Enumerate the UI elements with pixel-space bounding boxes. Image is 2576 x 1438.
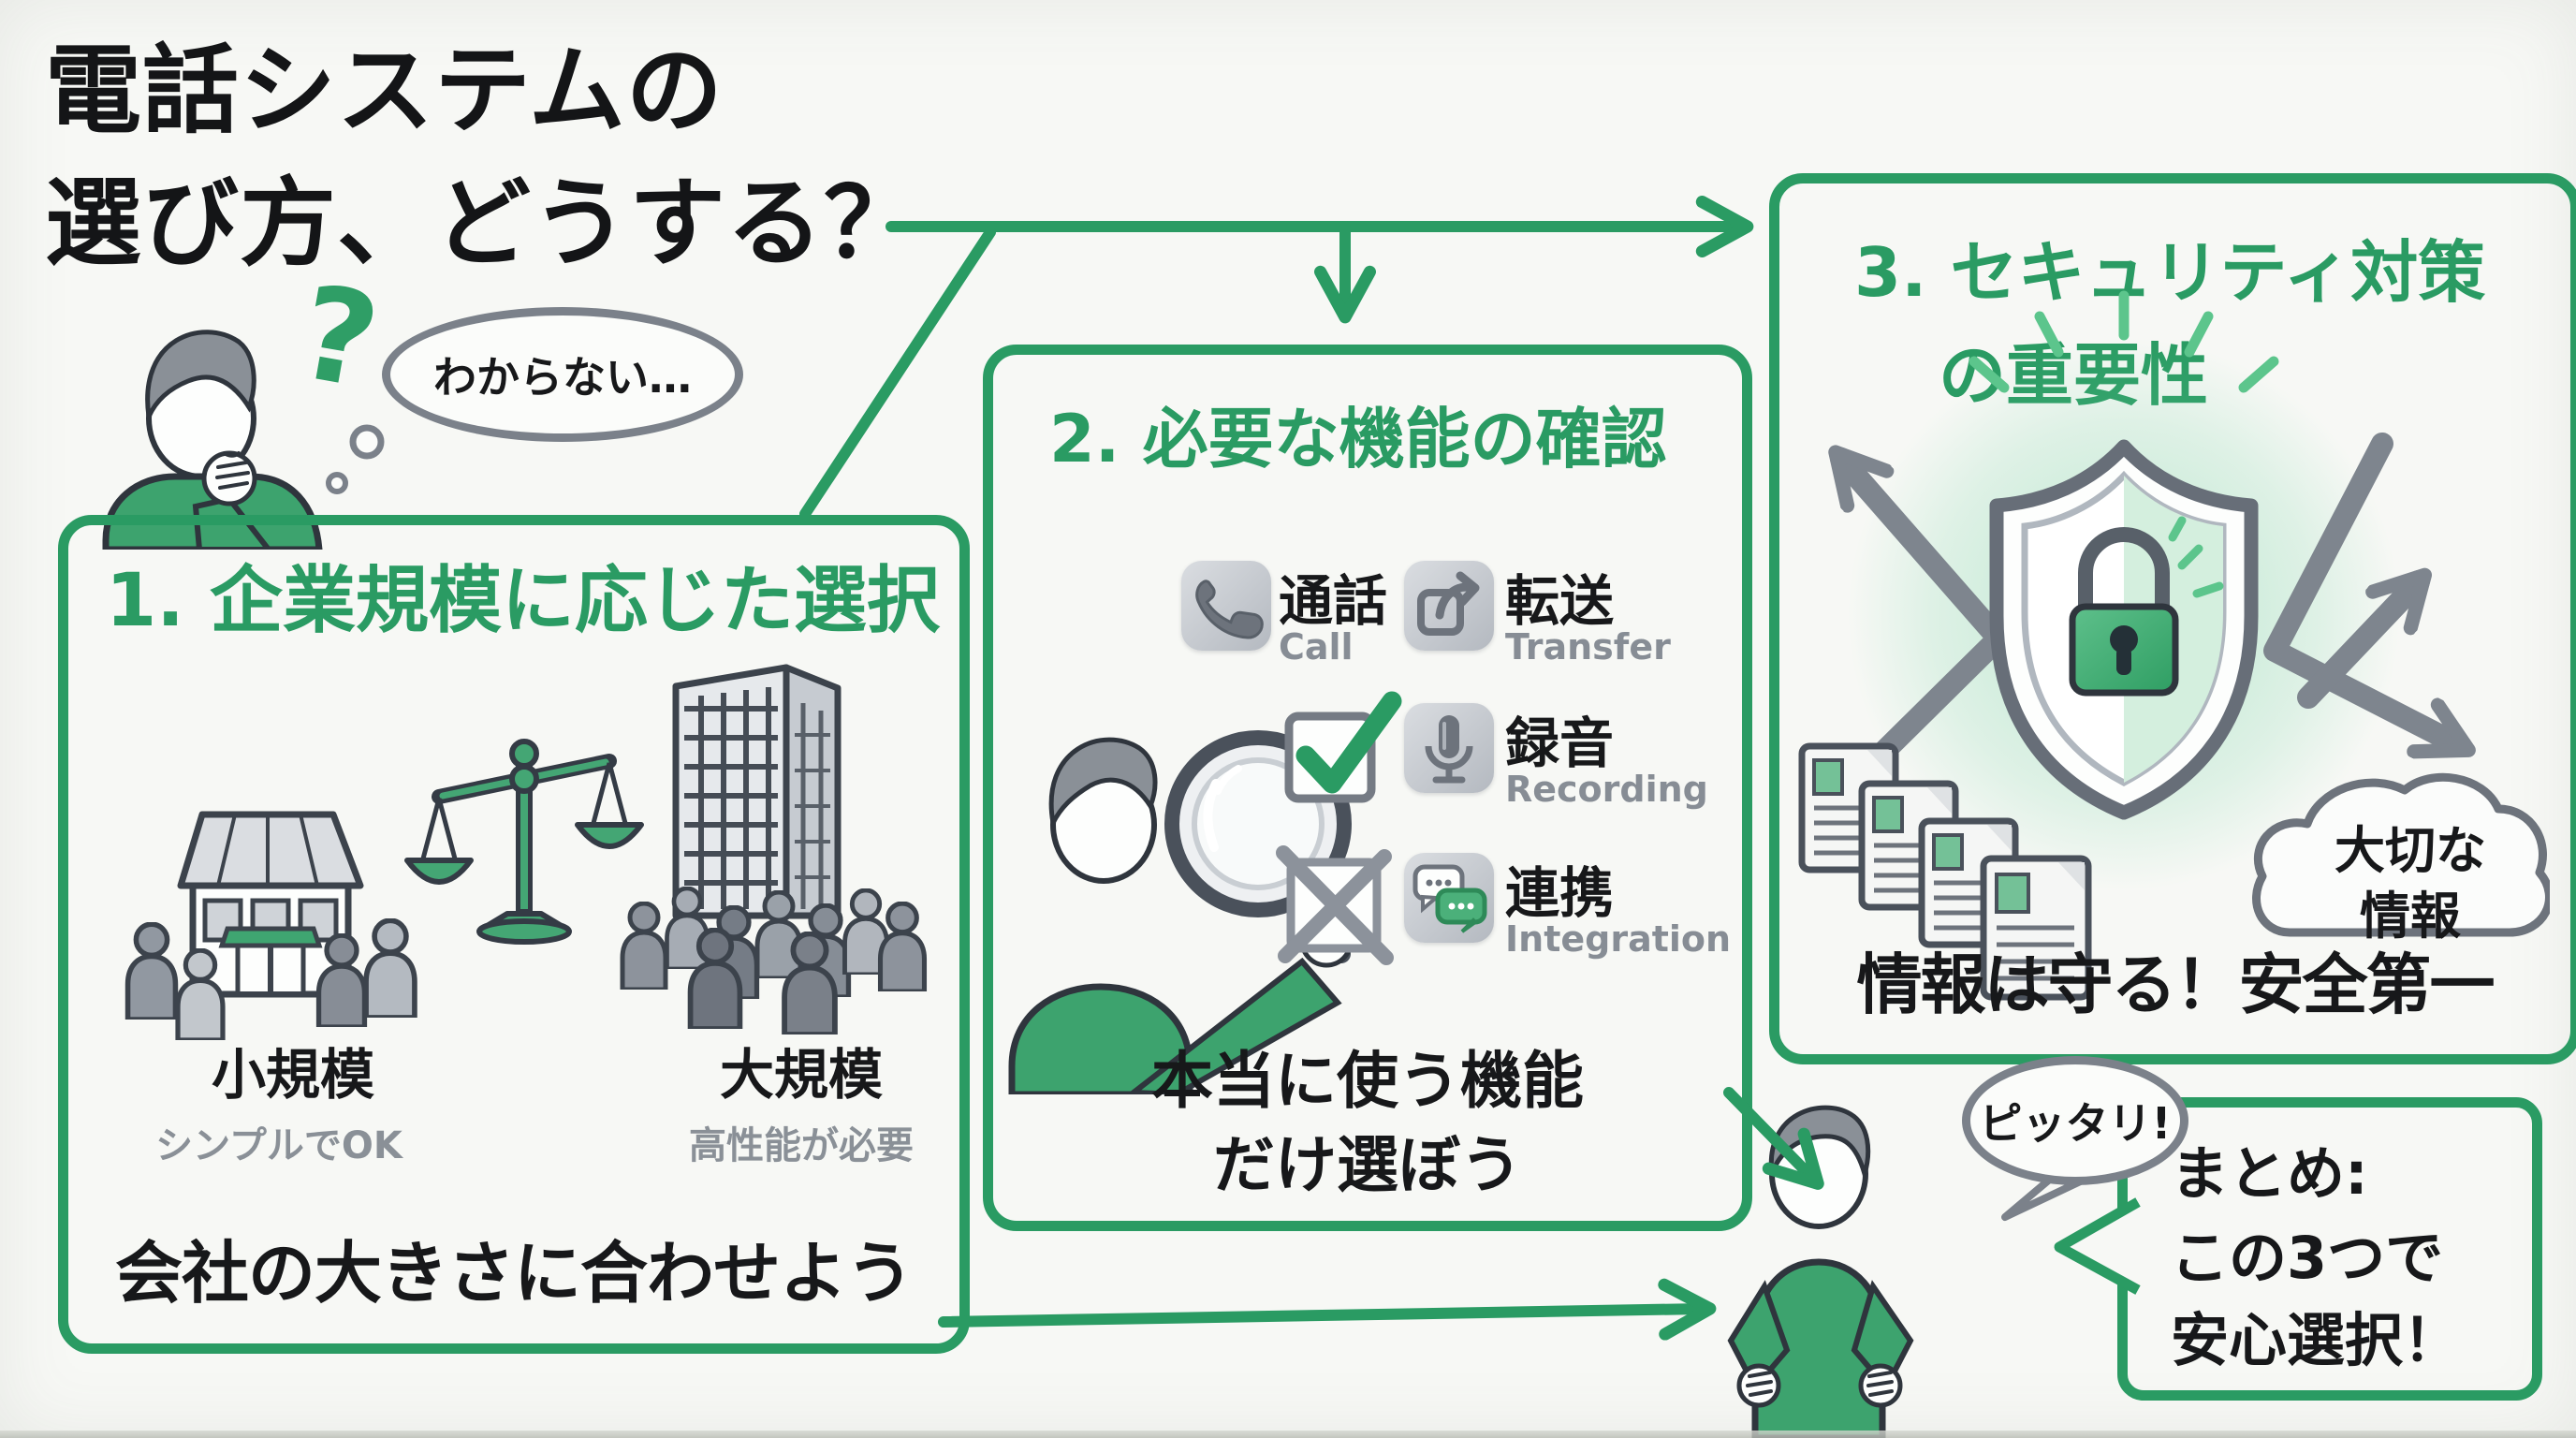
documents-icon [1798,742,2092,1001]
hair-icon [145,330,256,425]
integration-tile [1404,853,1494,943]
lock-shackle [2078,527,2170,607]
step1-takeaway: 会社の大きさに合わせよう [114,1234,914,1313]
step3-takeaway: 情報は守る！安全第一 [1856,946,2496,1023]
right-deflect-arrow [2263,433,2461,746]
transfer-tile [1404,561,1494,651]
security-illustration [1798,290,2550,1001]
feature-recording-label: 録音 [1505,712,1615,775]
pittari-bubble: ピッタリ! [1962,1056,2188,1185]
spark-lines [1969,290,2279,393]
chat-icon [1412,864,1487,933]
summary-box: まとめ: この3つで 安心選択！ [2117,1097,2542,1401]
happy-person-illustration [1727,1105,1914,1438]
cloud-label-line1: 大切な [2334,821,2486,880]
step1-heading: 1. 企業規模に応じた選択 [106,559,941,643]
step3-box: 3. セキュリティ対策 の重要性 [1769,173,2576,1064]
company-size-illustration [68,664,939,1323]
step2-takeaway-line1: 本当に使う機能 [1151,1045,1584,1117]
scan-edge [0,1431,2576,1438]
page-title: 電話システムの 選び方、どうする？ [45,24,921,290]
step3-heading-line1: 3. セキュリティ対策 [1854,233,2486,312]
feature-call-sublabel: Call [1279,626,1354,668]
building-icon [672,664,842,919]
page-title-line2: 選び方、どうする？ [45,168,921,281]
thought-bubble: わからない… [382,307,743,442]
cloud-label-line2: 情報 [2360,887,2461,946]
summary-line1: まとめ: [2171,1139,2368,1208]
summary-line3: 安心選択！ [2171,1306,2462,1374]
transfer-icon [1417,571,1480,636]
pittari-bubble-text: ピッタリ! [1979,1098,2172,1149]
checkbox-checked-icon [1284,691,1402,803]
thought-bubble-text: わからない… [433,352,692,403]
summary-line2: この3つで [2171,1224,2444,1292]
large-scale-sublabel: 高性能が必要 [689,1124,914,1167]
microphone-icon [1425,715,1473,784]
recording-tile [1404,703,1494,793]
step2-box: 2. 必要な機能の確認 通話 Call [983,345,1752,1231]
step2-takeaway-line2: だけ選ぼう [1213,1129,1522,1201]
feature-integration-label: 連携 [1505,861,1615,925]
step1-box: 1. 企業規模に応じた選択 [58,515,970,1354]
cloud-icon [2252,772,2550,937]
feature-transfer-sublabel: Transfer [1505,626,1671,668]
hand-on-chin-icon [201,450,257,506]
small-scale-label: 小規模 [211,1043,374,1107]
right-bounce-arrow [2297,581,2419,709]
large-scale-label: 大規模 [719,1043,883,1107]
feature-recording-sublabel: Recording [1505,769,1708,810]
scale-icon [404,739,644,945]
checkbox-crossed-icon [1276,845,1394,965]
step2-heading: 2. 必要な機能の確認 [1049,401,1667,477]
page-title-line1: 電話システムの [45,35,724,147]
feature-transfer-label: 転送 [1505,569,1615,633]
phone-tile [1181,561,1271,651]
phone-icon [1195,580,1264,639]
shield-icon [1989,439,2259,820]
feature-integration-sublabel: Integration [1505,918,1732,960]
feature-call-label: 通話 [1279,569,1388,633]
thinking-person-illustration [102,330,323,550]
crowd-icons [622,888,924,1034]
arrow-step1-to-summary [938,1278,1717,1341]
small-scale-sublabel: シンプルでOK [155,1124,402,1167]
